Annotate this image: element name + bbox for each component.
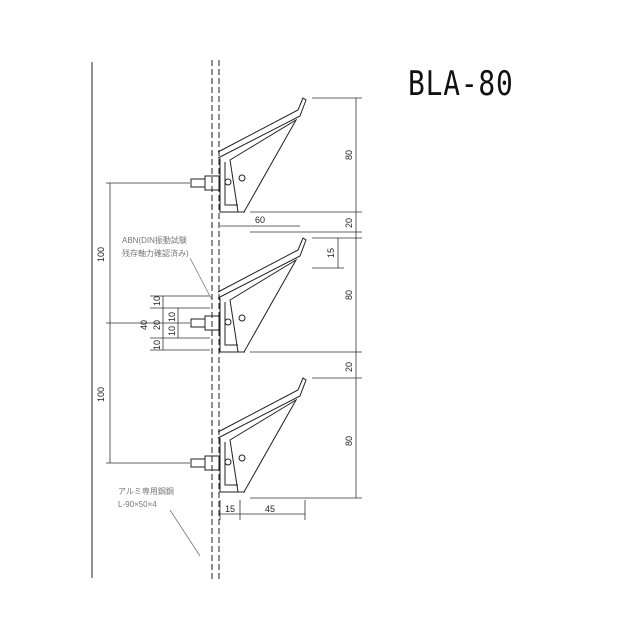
angle-leader xyxy=(169,509,201,557)
louver-blade-3 xyxy=(190,377,307,493)
right-dimension-chain xyxy=(250,97,362,499)
dim-bottom-45: 45 xyxy=(265,504,275,514)
dim-louver-height-3: 80 xyxy=(344,436,354,446)
dim-gap-1: 20 xyxy=(344,218,354,228)
dim-top-depth: 60 xyxy=(255,215,265,225)
drawing-title: BLA-80 xyxy=(408,64,514,104)
bottom-dimensions xyxy=(219,500,306,520)
dim-louver-height-2: 80 xyxy=(344,290,354,300)
angle-note-line1: アルミ専用鋼鋼 xyxy=(118,486,174,496)
dim-louver-height-1: 80 xyxy=(344,150,354,160)
left-pitch-dimension xyxy=(106,182,190,464)
dim-detail-40: 40 xyxy=(139,320,149,330)
dim-detail-20: 20 xyxy=(152,320,162,330)
anchor-note-line1: ABN(DIN振動試験 xyxy=(122,235,187,245)
dim-detail-10a: 10 xyxy=(152,296,162,306)
anchor-note-line2: 残存軸力確認済み) xyxy=(122,248,189,258)
detail-dimensions xyxy=(150,295,210,351)
dim-detail-10d: 10 xyxy=(152,340,162,350)
louver-blade-1 xyxy=(190,97,307,213)
anchor-leader xyxy=(189,257,213,301)
louver-blade-2 xyxy=(190,237,307,353)
angle-note-line2: L-90×50×4 xyxy=(118,500,157,509)
dim-pitch-left-2: 100 xyxy=(96,387,106,402)
dim-detail-10c: 10 xyxy=(167,326,177,336)
dim-detail-10b: 10 xyxy=(167,312,177,322)
dim-gap-2: 20 xyxy=(344,362,354,372)
dim-bottom-15: 15 xyxy=(225,504,235,514)
dim-notch: 15 xyxy=(326,248,336,258)
dim-pitch-left-1: 100 xyxy=(96,247,106,262)
